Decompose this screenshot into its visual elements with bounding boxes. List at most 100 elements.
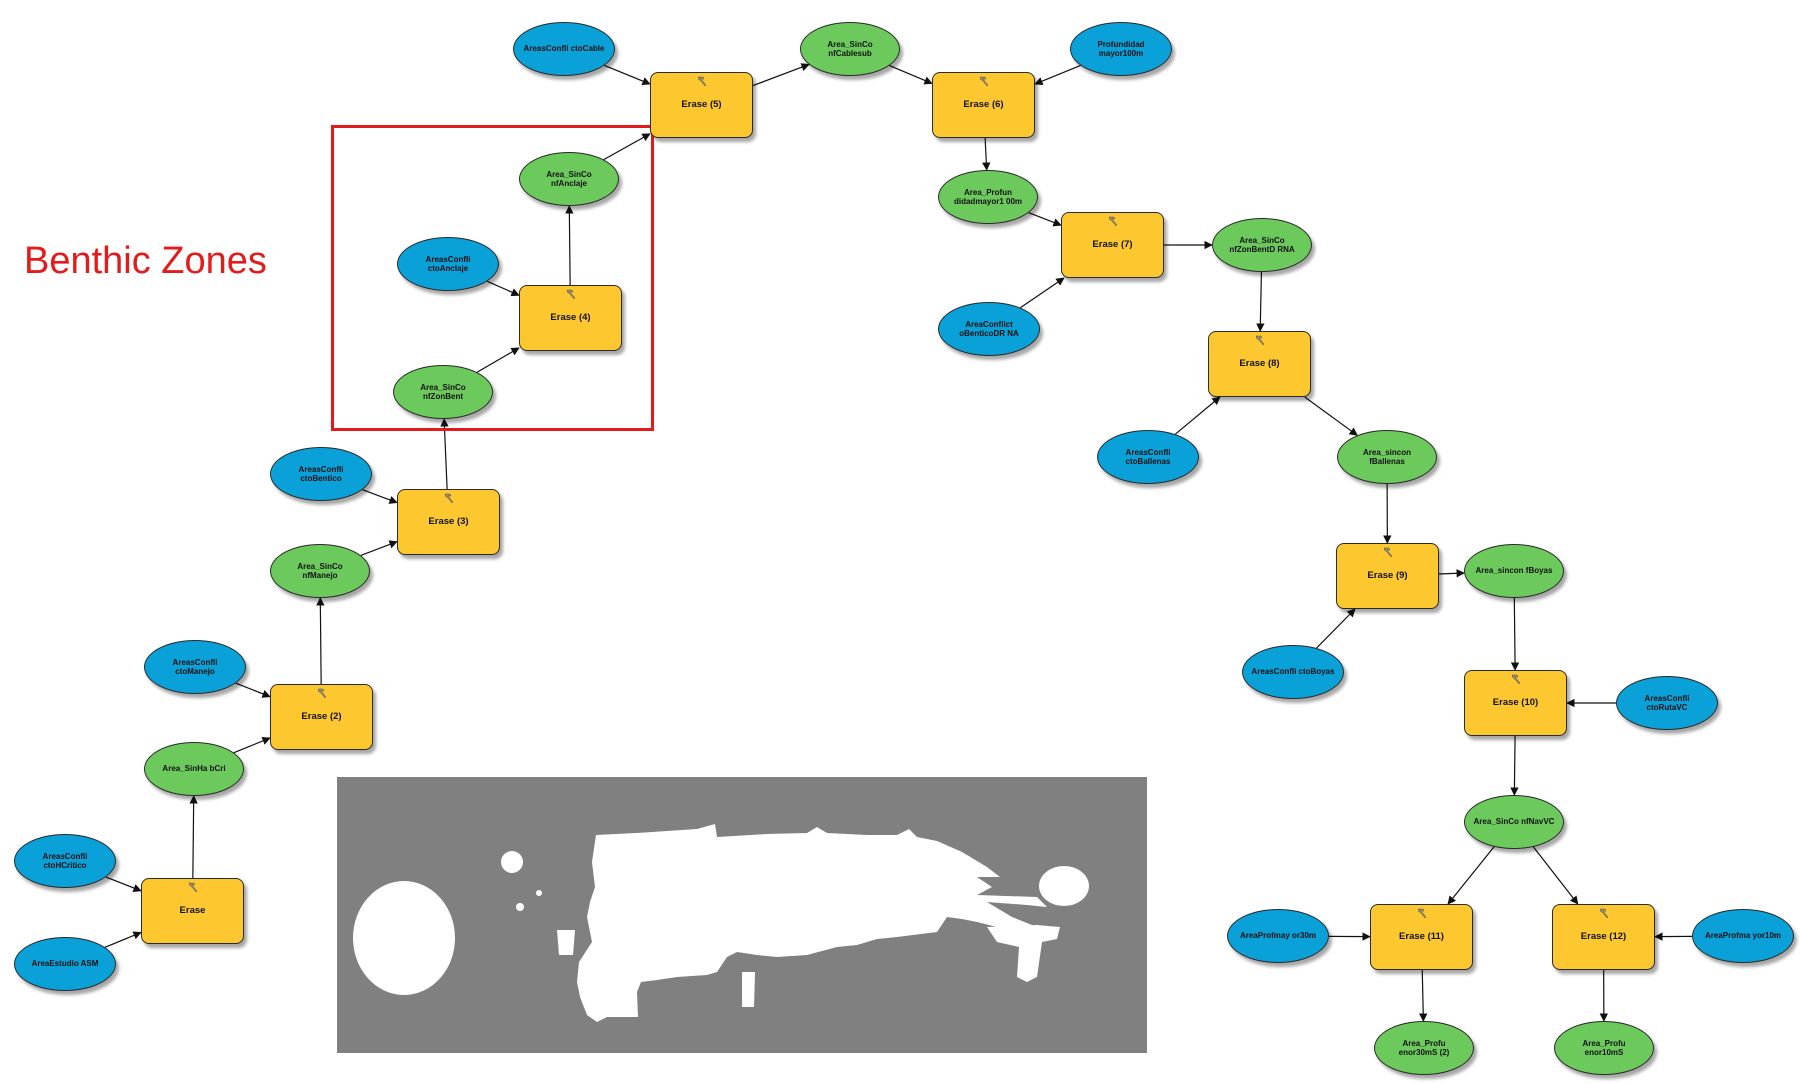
derived-data-node-o_prof30[interactable]: Area_Profu enor30mS (2) bbox=[1374, 1021, 1474, 1075]
input-data-node-n_profmay10[interactable]: AreaProfma yor10m bbox=[1692, 909, 1794, 963]
node-label: Area_Profu enor30mS (2) bbox=[1398, 1038, 1450, 1057]
connector-arrow-n_prof100-to-t_erase6 bbox=[1034, 64, 1081, 86]
node-label: Erase (6) bbox=[963, 98, 1004, 110]
derived-data-node-o_navvc[interactable]: Area_SinCo nfNavVC bbox=[1464, 795, 1564, 849]
tool-node-t_erase10[interactable]: Erase (10) bbox=[1464, 670, 1567, 736]
connector-arrow-n_manejo-to-t_erase2 bbox=[235, 682, 271, 698]
connector-arrow-t_erase2-to-o_sinmanejo bbox=[316, 597, 325, 685]
input-data-node-n_rutavc[interactable]: AreasConfli ctoRutaVC bbox=[1616, 676, 1718, 730]
connector-arrow-o_cablesub-to-t_erase6 bbox=[889, 65, 933, 85]
node-label: Erase (4) bbox=[550, 311, 591, 323]
node-label: Area_SinCo nfZonBentD RNA bbox=[1229, 235, 1295, 254]
connector-arrow-o_anclaje-to-t_erase5 bbox=[603, 133, 651, 161]
connector-arrow-t_erase9-to-o_boyas bbox=[1438, 569, 1465, 578]
derived-data-node-o_sinhab[interactable]: Area_SinHa bCri bbox=[144, 742, 244, 796]
input-data-node-n_balletas[interactable]: AreasConfli ctoBallenas bbox=[1097, 430, 1199, 484]
derived-data-node-o_zonbent[interactable]: Area_SinCo nfZonBent bbox=[393, 365, 493, 419]
node-label: Area_SinCo nfManejo bbox=[297, 561, 343, 580]
node-label: AreasConfli ctoAnclaje bbox=[425, 254, 471, 273]
node-label: AreaEstudio ASM bbox=[31, 959, 99, 969]
node-label: Erase (7) bbox=[1092, 238, 1133, 250]
connector-arrow-t_erase6-to-o_profund bbox=[982, 137, 991, 171]
derived-data-node-o_prof10[interactable]: Area_Profu enor10mS bbox=[1554, 1021, 1654, 1075]
hammer-icon bbox=[566, 289, 575, 299]
input-data-node-n_prof100[interactable]: Profundidad mayor100m bbox=[1070, 22, 1172, 76]
node-label: Area_sincon fBoyas bbox=[1475, 566, 1553, 576]
node-label: Area_Profu enor10mS bbox=[1582, 1038, 1626, 1057]
tool-node-t_erase2[interactable]: Erase (2) bbox=[270, 684, 373, 750]
derived-data-node-o_cablesub[interactable]: Area_SinCo nfCablesub bbox=[800, 22, 900, 76]
benthic-zones-highlight-box bbox=[331, 125, 654, 431]
derived-data-node-o_balletas[interactable]: Area_sincon fBallenas bbox=[1337, 430, 1437, 484]
tool-node-t_erase11[interactable]: Erase (11) bbox=[1370, 904, 1473, 970]
input-data-node-n_benticodrna[interactable]: AreaConflict oBenticoDR NA bbox=[938, 302, 1040, 356]
derived-data-node-o_sinmanejo[interactable]: Area_SinCo nfManejo bbox=[270, 544, 370, 598]
node-label: Erase (10) bbox=[1492, 696, 1539, 708]
connector-arrow-t_erase11-to-o_prof30 bbox=[1419, 969, 1428, 1022]
input-data-node-n_manejo[interactable]: AreasConfli ctoManejo bbox=[144, 640, 246, 694]
connector-arrow-o_navvc-to-t_erase12 bbox=[1532, 846, 1579, 905]
hammer-icon bbox=[1383, 547, 1392, 557]
node-label: AreaProfmay or30m bbox=[1239, 931, 1317, 941]
connector-arrow-t_erase-to-o_sinhab bbox=[189, 795, 198, 879]
connector-arrow-o_navvc-to-t_erase11 bbox=[1447, 846, 1495, 905]
connector-arrow-o_zonbentdrna-to-t_erase8 bbox=[1256, 271, 1265, 332]
node-label: Erase (8) bbox=[1239, 357, 1280, 369]
node-label: Profundidad mayor100m bbox=[1097, 39, 1145, 58]
derived-data-node-o_boyas[interactable]: Area_sincon fBoyas bbox=[1464, 544, 1564, 598]
node-label: Erase (2) bbox=[301, 710, 342, 722]
tool-node-t_erase12[interactable]: Erase (12) bbox=[1552, 904, 1655, 970]
node-label: Erase (12) bbox=[1580, 930, 1627, 942]
node-label: AreasConfli ctoRutaVC bbox=[1644, 693, 1690, 712]
tool-node-t_erase8[interactable]: Erase (8) bbox=[1208, 331, 1311, 397]
hammer-icon bbox=[979, 76, 988, 86]
tool-node-t_erase5[interactable]: Erase (5) bbox=[650, 72, 753, 138]
node-label: Erase (5) bbox=[681, 98, 722, 110]
benthic-zones-label: Benthic Zones bbox=[24, 240, 267, 282]
node-label: AreaProfma yor10m bbox=[1704, 931, 1782, 941]
derived-data-node-o_profund[interactable]: Area_Profun didadmayor1 00m bbox=[938, 170, 1038, 224]
node-label: Area_SinCo nfCablesub bbox=[827, 39, 873, 58]
hammer-icon bbox=[444, 493, 453, 503]
node-label: AreasConfli ctoBentico bbox=[298, 464, 344, 483]
hammer-icon bbox=[1108, 216, 1117, 226]
tool-node-t_erase3[interactable]: Erase (3) bbox=[397, 489, 500, 555]
hammer-icon bbox=[1255, 335, 1264, 345]
node-label: AreasConfli ctoHCritico bbox=[42, 851, 88, 870]
node-label: Area_Profun didadmayor1 00m bbox=[953, 187, 1023, 206]
node-label: Area_sincon fBallenas bbox=[1362, 447, 1412, 466]
input-data-node-n_cable[interactable]: AreasConfli ctoCable bbox=[513, 22, 615, 76]
derived-data-node-o_zonbentdrna[interactable]: Area_SinCo nfZonBentD RNA bbox=[1212, 218, 1312, 272]
connector-arrow-t_erase4-to-o_anclaje bbox=[565, 205, 574, 286]
input-data-node-n_hcritico[interactable]: AreasConfli ctoHCritico bbox=[14, 834, 116, 888]
input-data-node-n_estudio[interactable]: AreaEstudio ASM bbox=[14, 937, 116, 991]
node-label: Erase (11) bbox=[1399, 930, 1444, 942]
tool-node-t_erase6[interactable]: Erase (6) bbox=[932, 72, 1035, 138]
node-label: Area_SinCo nfAnclaje bbox=[546, 169, 592, 188]
tool-node-t_erase9[interactable]: Erase (9) bbox=[1336, 543, 1439, 609]
node-label: AreasConfli ctoManejo bbox=[172, 657, 218, 676]
connector-arrow-o_zonbent-to-t_erase4 bbox=[476, 347, 520, 373]
map-land bbox=[353, 824, 1089, 1022]
connector-arrow-o_boyas-to-t_erase10 bbox=[1510, 597, 1520, 671]
input-data-node-n_boyas[interactable]: AreasConfli ctoBoyas bbox=[1242, 645, 1344, 699]
hammer-icon bbox=[1599, 908, 1608, 918]
tool-node-t_erase7[interactable]: Erase (7) bbox=[1061, 212, 1164, 278]
hammer-icon bbox=[188, 882, 197, 892]
connector-arrow-n_cable-to-t_erase5 bbox=[604, 64, 651, 86]
input-data-node-n_bentico[interactable]: AreasConfli ctoBentico bbox=[270, 447, 372, 501]
connector-arrow-n_bentico-to-t_erase3 bbox=[362, 489, 398, 504]
node-label: Erase bbox=[179, 904, 206, 916]
connector-arrow-n_hcritico-to-t_erase bbox=[105, 876, 142, 892]
derived-data-node-o_anclaje[interactable]: Area_SinCo nfAnclaje bbox=[519, 152, 619, 206]
tool-node-t_erase4[interactable]: Erase (4) bbox=[519, 285, 622, 351]
node-label: Area_SinCo nfNavVC bbox=[1473, 817, 1555, 827]
input-data-node-n_anclaje[interactable]: AreasConfli ctoAnclaje bbox=[397, 237, 499, 291]
node-label: AreasConfli ctoBoyas bbox=[1251, 667, 1335, 677]
tool-node-t_erase[interactable]: Erase bbox=[141, 878, 244, 944]
node-label: Area_SinCo nfZonBent bbox=[420, 382, 466, 401]
node-label: Erase (9) bbox=[1367, 569, 1408, 581]
input-data-node-n_profmay30[interactable]: AreaProfmay or30m bbox=[1227, 909, 1329, 963]
hammer-icon bbox=[697, 76, 706, 86]
